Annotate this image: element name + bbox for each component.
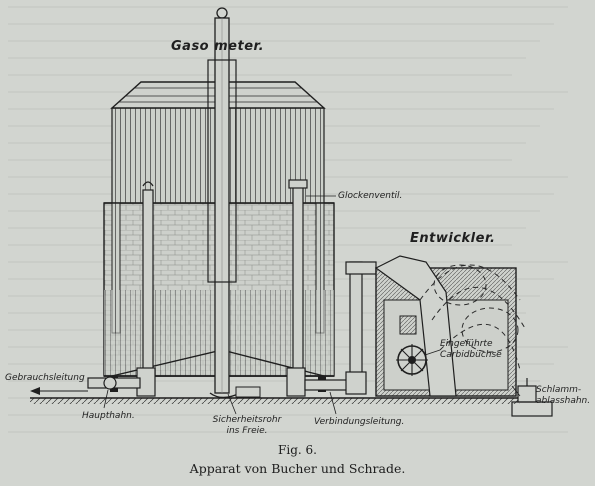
carbide-box [399,315,417,335]
bell-valve-pipe [286,179,377,397]
haupthahn-valve [103,376,117,390]
guide-tube [207,59,237,283]
figure-number: Fig. 6. [278,443,317,457]
outflow-arrow [30,387,40,395]
label-haupthahn: Haupthahn. [82,411,135,421]
leader-lines [103,195,521,415]
generator-hood [374,255,457,397]
label-schlamm-line1: Schlamm- [536,385,582,395]
figure-caption: Apparat von Bucher und Schrade. [189,461,406,476]
label-sicherheitsrohr-line2: ins Freie. [226,426,268,436]
ground [30,387,520,404]
label-sicherheitsrohr-line1: Sicherheitsrohr [212,415,282,425]
label-verbindungsleitung: Verbindungsleitung. [314,417,405,427]
label-sicherheitsrohr: Sicherheitsrohr ins Freie. [212,416,282,436]
label-carbid-line2: Carbidbüchse [440,350,502,360]
left-supply-pipe [87,181,156,397]
label-schlammablasshahn: Schlamm- ablasshahn. [536,386,590,406]
swing-arc [419,264,521,301]
label-carbidbuechse: Eingeführte Carbidbüchse [440,340,502,360]
label-gebrauchsleitung: Gebrauchsleitung [5,373,85,383]
safety-pipe-ring [216,7,228,19]
label-gasometer: Gaso meter. [171,39,265,54]
label-carbid-line1: Eingeführte [440,339,493,349]
safety-pipe [207,7,261,399]
label-glockenventil: Glockenventil. [338,191,403,201]
sludge-valve [517,385,537,403]
label-schlamm-line2: ablasshahn. [536,396,591,406]
generator [374,255,553,417]
label-entwickler: Entwickler. [410,231,496,246]
